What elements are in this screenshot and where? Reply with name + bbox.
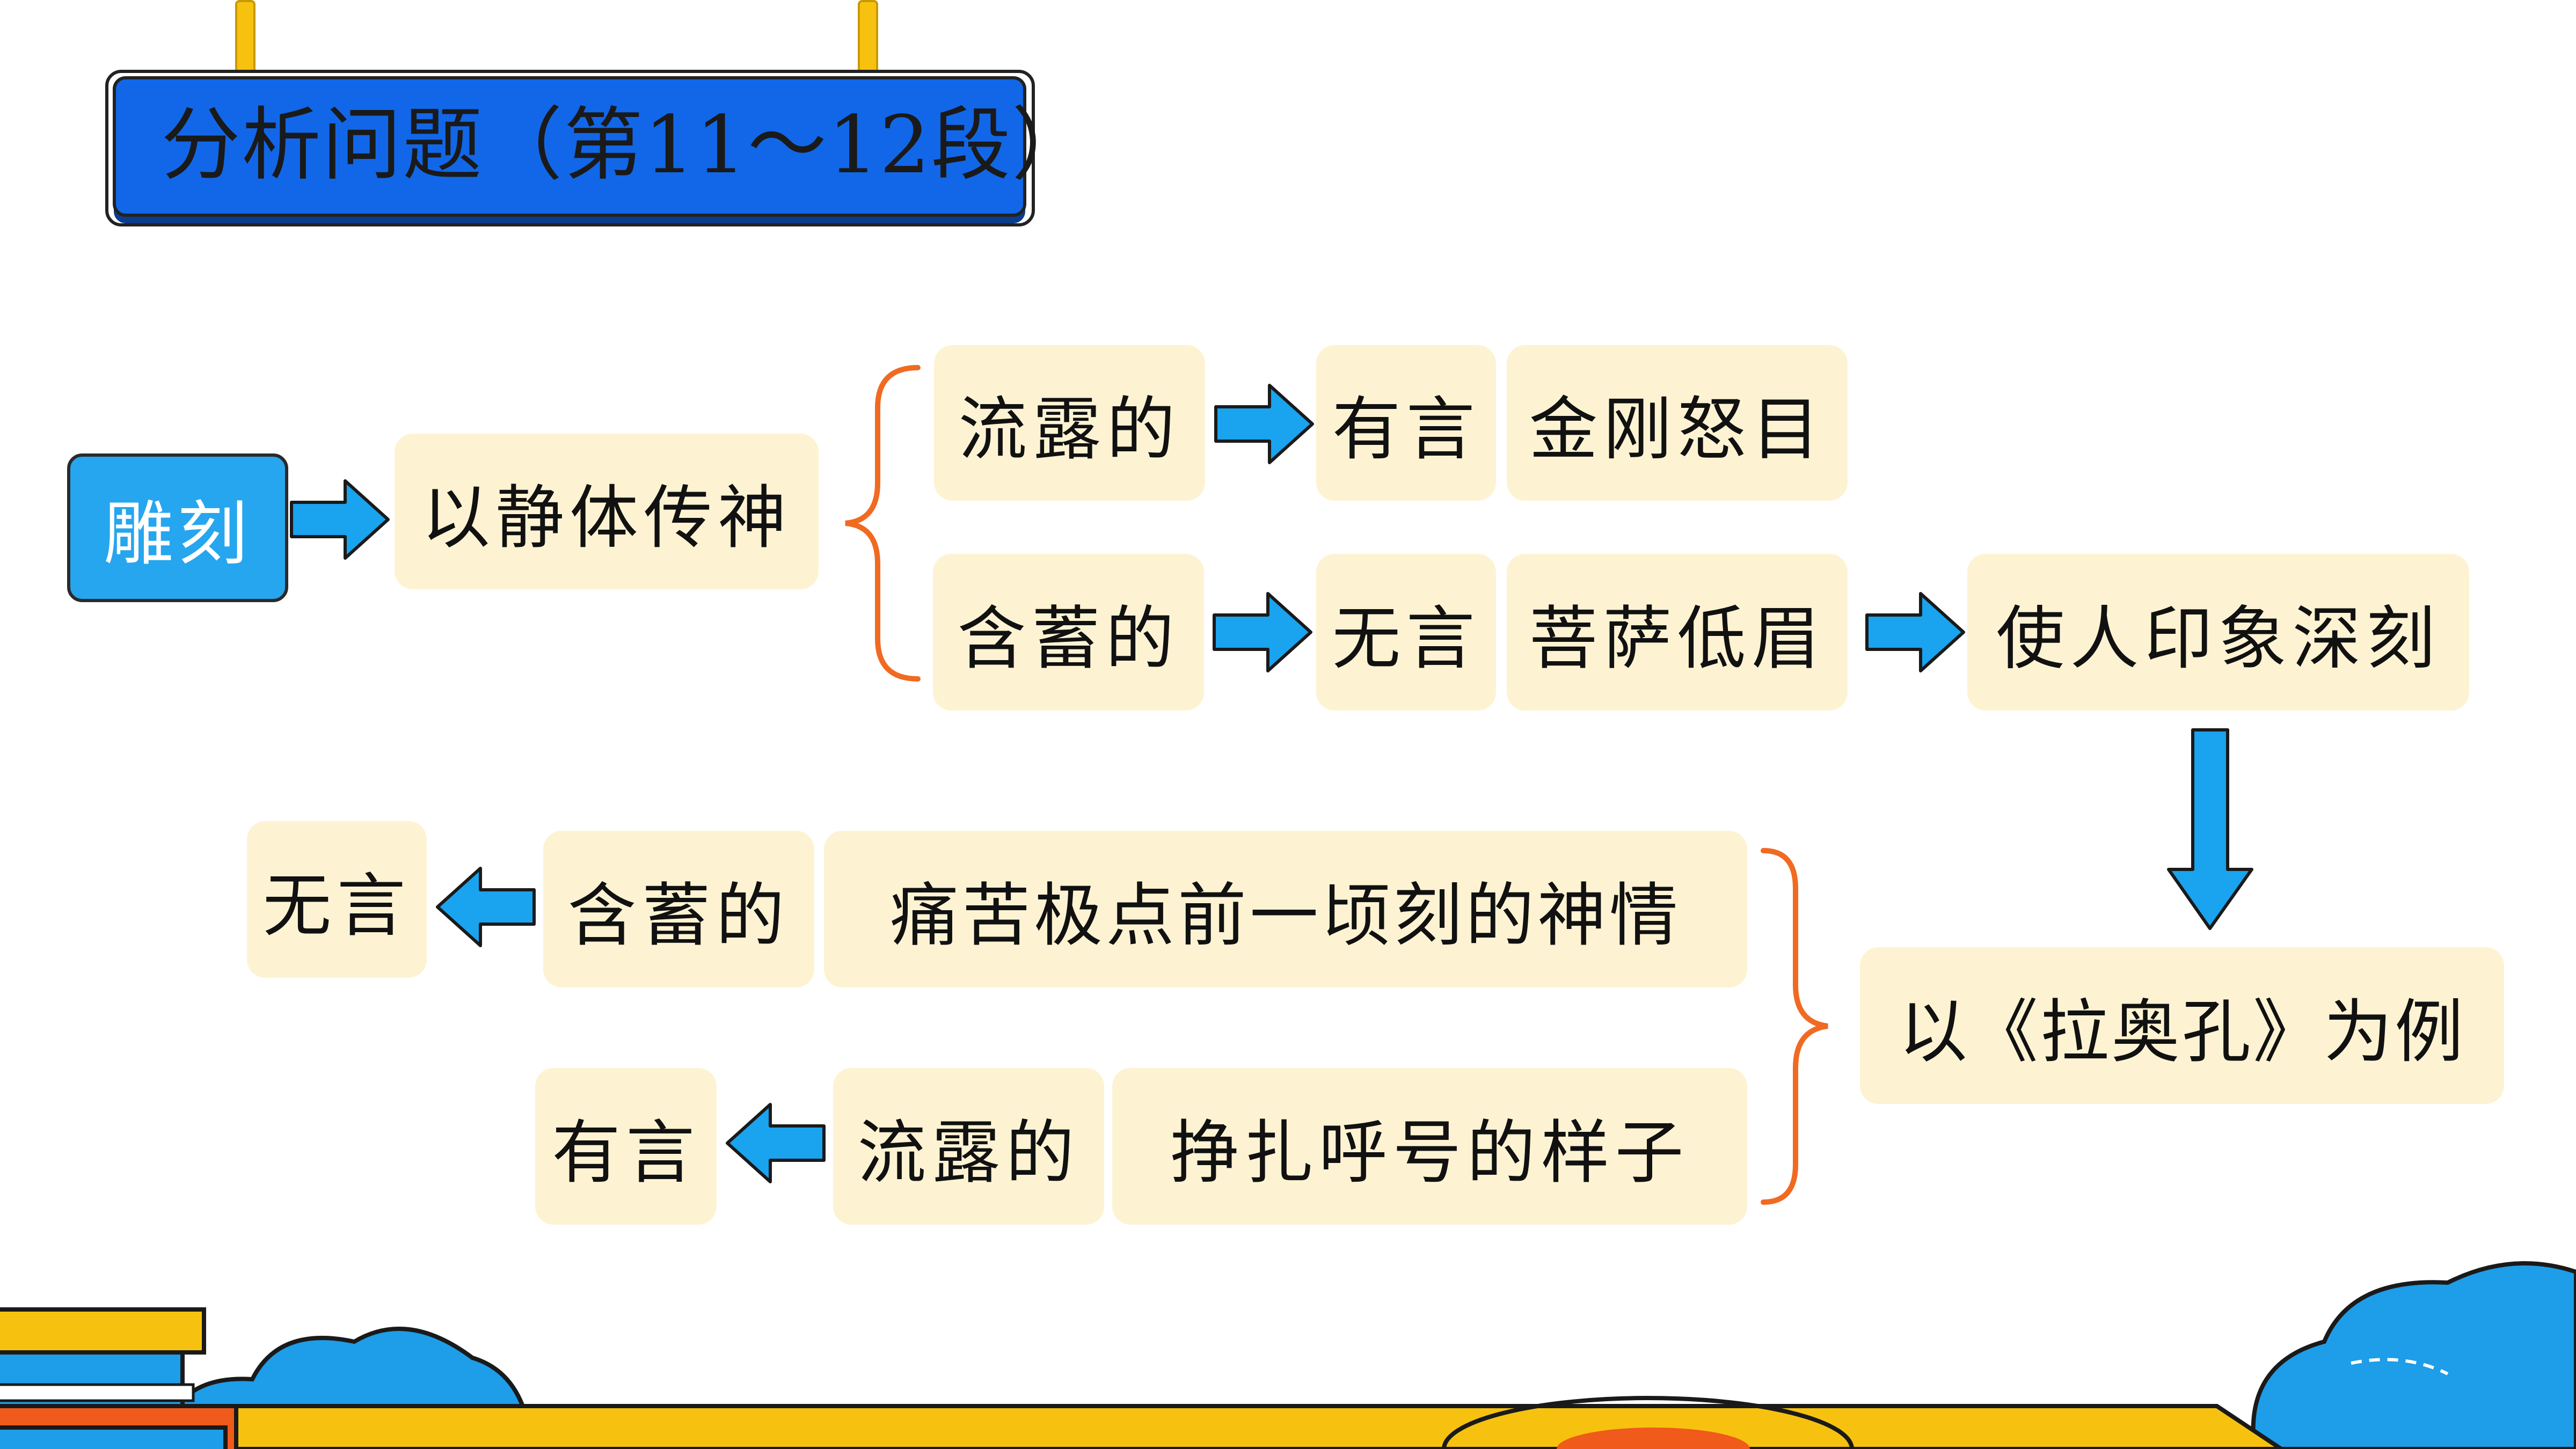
arrow-result-down (2167, 728, 2253, 930)
title-banner (113, 76, 1026, 217)
arrow-lower1-to-speech (437, 868, 534, 946)
arrow-row2-type-to-speech (1214, 594, 1311, 671)
arrow-start-to-main (291, 481, 388, 558)
arrow-row1-type-to-speech (1216, 385, 1312, 463)
main-node: 以静体传神 (395, 434, 819, 589)
brace-left-upper (845, 365, 921, 682)
lower1-type-node: 含蓄的 (543, 831, 814, 987)
result-node: 使人印象深刻 (1967, 554, 2469, 711)
row2-speech-node: 无言 (1316, 554, 1496, 711)
row1-speech-node: 有言 (1316, 345, 1496, 501)
lower1-speech-node: 无言 (247, 821, 427, 978)
example-node: 以《拉奥孔》为例 (1860, 947, 2504, 1104)
start-node: 雕刻 (67, 453, 288, 602)
row1-type-node: 流露的 (934, 345, 1205, 501)
row2-type-node: 含蓄的 (933, 554, 1204, 711)
lower2-speech-node: 有言 (535, 1068, 717, 1225)
lower2-type-node: 流露的 (833, 1068, 1104, 1225)
brace-right-lower (1761, 848, 1828, 1205)
lower2-expression-node: 挣扎呼号的样子 (1112, 1068, 1747, 1225)
row1-statue-node: 金刚怒目 (1507, 345, 1848, 501)
lower1-expression-node: 痛苦极点前一顷刻的神情 (824, 831, 1747, 987)
page-title: 分析问题（第11～12段） (161, 99, 1092, 191)
arrow-row2-to-result (1867, 594, 1964, 671)
arrow-lower2-to-speech (727, 1104, 824, 1182)
row2-statue-node: 菩萨低眉 (1507, 554, 1848, 711)
